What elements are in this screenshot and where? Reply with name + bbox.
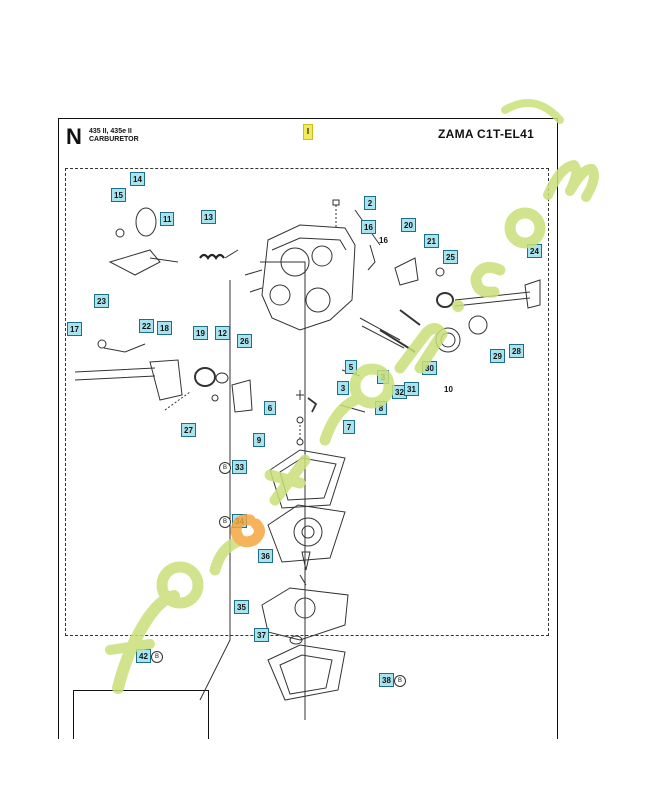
part-label-33: 33 [232,460,247,474]
part-label-16b: 16 [379,236,388,245]
section-letter: N [66,124,82,149]
part-label-22: 22 [139,319,154,333]
part-label-30: 30 [422,361,437,375]
model-list: 435 II, 435e II [89,128,132,135]
part-label-24: 24 [527,244,542,258]
part-label-21: 21 [424,234,439,248]
part-label-7: 7 [343,420,355,434]
kit-mark-38: B [394,675,406,687]
part-label-20: 20 [401,218,416,232]
part-label-23: 23 [94,294,109,308]
part-label-27: 27 [181,423,196,437]
part-label-26: 26 [237,334,252,348]
assembly-frame [65,168,549,636]
carburetor-model: ZAMA C1T-EL41 [438,127,535,141]
part-label-37: 37 [254,628,269,642]
part-label-14: 14 [130,172,145,186]
section-name: CARBURETOR [89,136,139,143]
part-label-11: 11 [160,212,175,226]
part-label-18: 18 [157,321,172,335]
part-label-2: 2 [364,196,376,210]
revision-marker: I [303,124,313,140]
part-label-29: 29 [490,349,505,363]
part-label-5: 5 [345,360,357,374]
part-label-31: 31 [404,382,419,396]
part-label-36: 36 [258,549,273,563]
part-label-8: 8 [375,401,387,415]
part-label-3: 3 [337,381,349,395]
part-label-12: 12 [215,326,230,340]
part-label-13: 13 [201,210,216,224]
part-label-19: 19 [193,326,208,340]
part-label-3b: 3 [377,370,389,384]
part-label-38: 38 [379,673,394,687]
part-label-6: 6 [264,401,276,415]
part-label-25: 25 [443,250,458,264]
part-label-17: 17 [67,322,82,336]
kit-mark-33: B [219,462,231,474]
kit-mark-42: B [151,651,163,663]
kit-mark-34: B [219,516,231,528]
part-label-10: 10 [444,385,453,394]
part-label-35: 35 [234,600,249,614]
part-label-15: 15 [111,188,126,202]
part-label-28: 28 [509,344,524,358]
part-label-16a: 16 [361,220,376,234]
part-label-9: 9 [253,433,265,447]
part-label-34: 34 [232,514,247,528]
part-label-42: 42 [136,649,151,663]
